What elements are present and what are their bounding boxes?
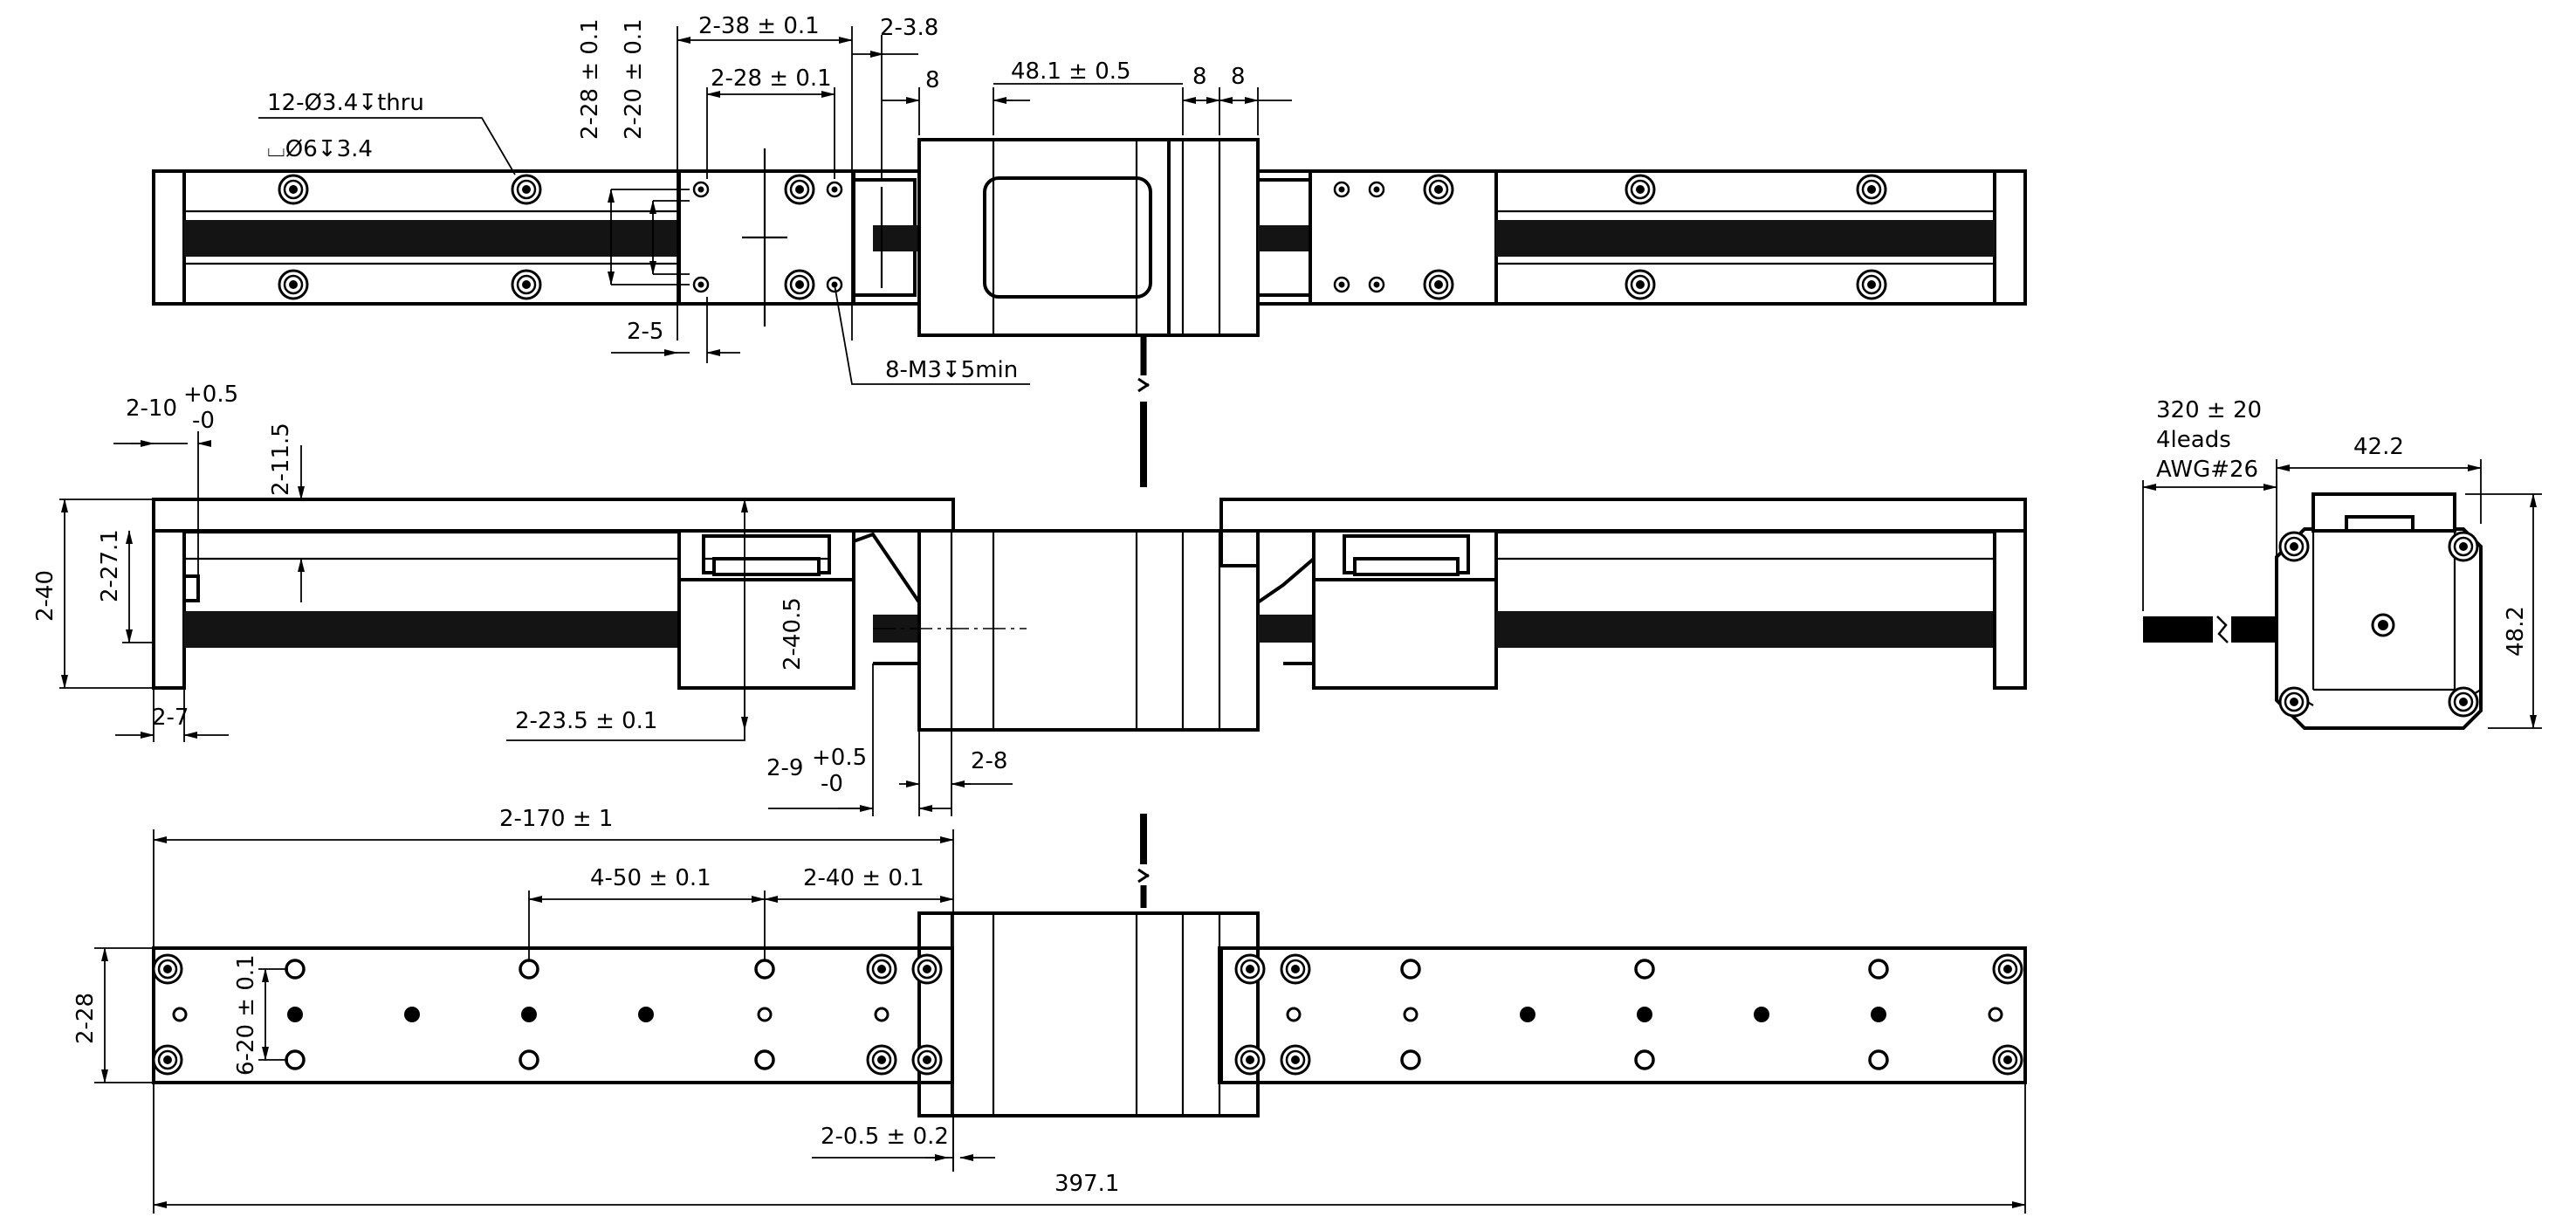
wire-gauge: AWG#26 (2156, 457, 2258, 483)
side-left-lead-screw (184, 611, 682, 648)
dim-2-11-5: 2-11.5 (268, 423, 294, 496)
top-view (152, 138, 2027, 487)
side-left-end-cap (152, 529, 186, 690)
dim-motor-width: 42.2 (2353, 434, 2404, 460)
dim-2-40-5: 2-40.5 (780, 597, 806, 670)
end-view (2143, 492, 2483, 730)
cable-leads: 4leads (2156, 427, 2231, 453)
dim-8-b: 8 (1192, 64, 1207, 90)
side-view (152, 498, 2027, 732)
top-left-lead-screw (184, 220, 682, 257)
dim-2-40-bottom: 2-40 ± 0.1 (803, 865, 924, 891)
hole-callout-thru: 12-Ø3.4↧thru (267, 90, 424, 116)
dim-2-0-5: 2-0.5 ± 0.2 (821, 1124, 949, 1150)
dim-2-40: 2-40 (32, 570, 58, 622)
cable-length: 320 ± 20 (2156, 397, 2262, 423)
side-left-top-plate (152, 498, 955, 533)
end-view-dimensions: 320 ± 20 4leads AWG#26 42.2 48.2 (2142, 397, 2542, 729)
bottom-right-base (1219, 946, 2027, 1084)
dim-2-9-tol-lower: -0 (821, 771, 843, 797)
dim-2-28-horizontal: 2-28 ± 0.1 (711, 65, 832, 92)
dim-2-8: 2-8 (971, 748, 1007, 774)
top-right-end-cap (1993, 169, 2027, 306)
dim-2-28-vertical: 2-28 ± 0.1 (577, 18, 603, 140)
bottom-motor (917, 911, 1260, 1117)
side-right-top-plate (1219, 498, 2027, 533)
dim-2-23-5: 2-23.5 ± 0.1 (515, 708, 657, 734)
dim-2-5: 2-5 (627, 319, 663, 345)
dim-2-28-bottom: 2-28 (72, 993, 99, 1044)
dim-2-10-tol-upper: +0.5 (183, 382, 238, 408)
side-right-lead-screw (1496, 611, 1995, 648)
side-right-end-cap (1993, 529, 2027, 690)
tap-callout: 8-M3↧5min (885, 357, 1018, 383)
hole-callout-cbore: ⌴Ø6↧3.4 (267, 136, 373, 162)
dim-6-20: 6-20 ± 0.1 (233, 954, 259, 1076)
top-motor-label-plate (983, 176, 1152, 299)
side-motor-body (917, 529, 1260, 732)
dim-2-3-8: 2-3.8 (880, 15, 938, 41)
dim-2-20-vertical: 2-20 ± 0.1 (621, 18, 647, 140)
dim-overall-length: 397.1 (1054, 1171, 1119, 1197)
dim-2-7: 2-7 (152, 705, 189, 731)
dim-2-10-tol-lower: -0 (192, 408, 215, 434)
dim-2-9-tol-upper: +0.5 (812, 745, 867, 771)
top-view-dimensions: 12-Ø3.4↧thru ⌴Ø6↧3.4 2-38 ± 0.1 2-28 ± 0… (258, 13, 1292, 385)
side-view-dimensions: 2-10 +0.5 -0 2-11.5 2-40 2-27.1 2-40.5 2… (32, 382, 1013, 816)
top-right-lead-screw (1496, 220, 1995, 257)
dim-4-50: 4-50 ± 0.1 (590, 865, 711, 891)
dim-8-c: 8 (1231, 64, 1246, 90)
bottom-view-dimensions: 2-170 ± 1 4-50 ± 0.1 2-40 ± 0.1 2-28 6-2… (72, 806, 2026, 1214)
dim-2-38: 2-38 ± 0.1 (698, 13, 820, 39)
dim-2-27-1: 2-27.1 (97, 529, 123, 602)
dim-2-9: 2-9 (766, 755, 803, 781)
dim-motor-height: 48.2 (2503, 606, 2529, 657)
dim-2-170: 2-170 ± 1 (499, 806, 613, 832)
dim-48-1: 48.1 ± 0.5 (1011, 58, 1131, 85)
bottom-view (152, 814, 2027, 1117)
end-cable (2143, 616, 2213, 643)
dim-8-a: 8 (925, 67, 940, 93)
top-left-end-cap (152, 169, 186, 306)
dim-2-10: 2-10 (126, 395, 177, 422)
